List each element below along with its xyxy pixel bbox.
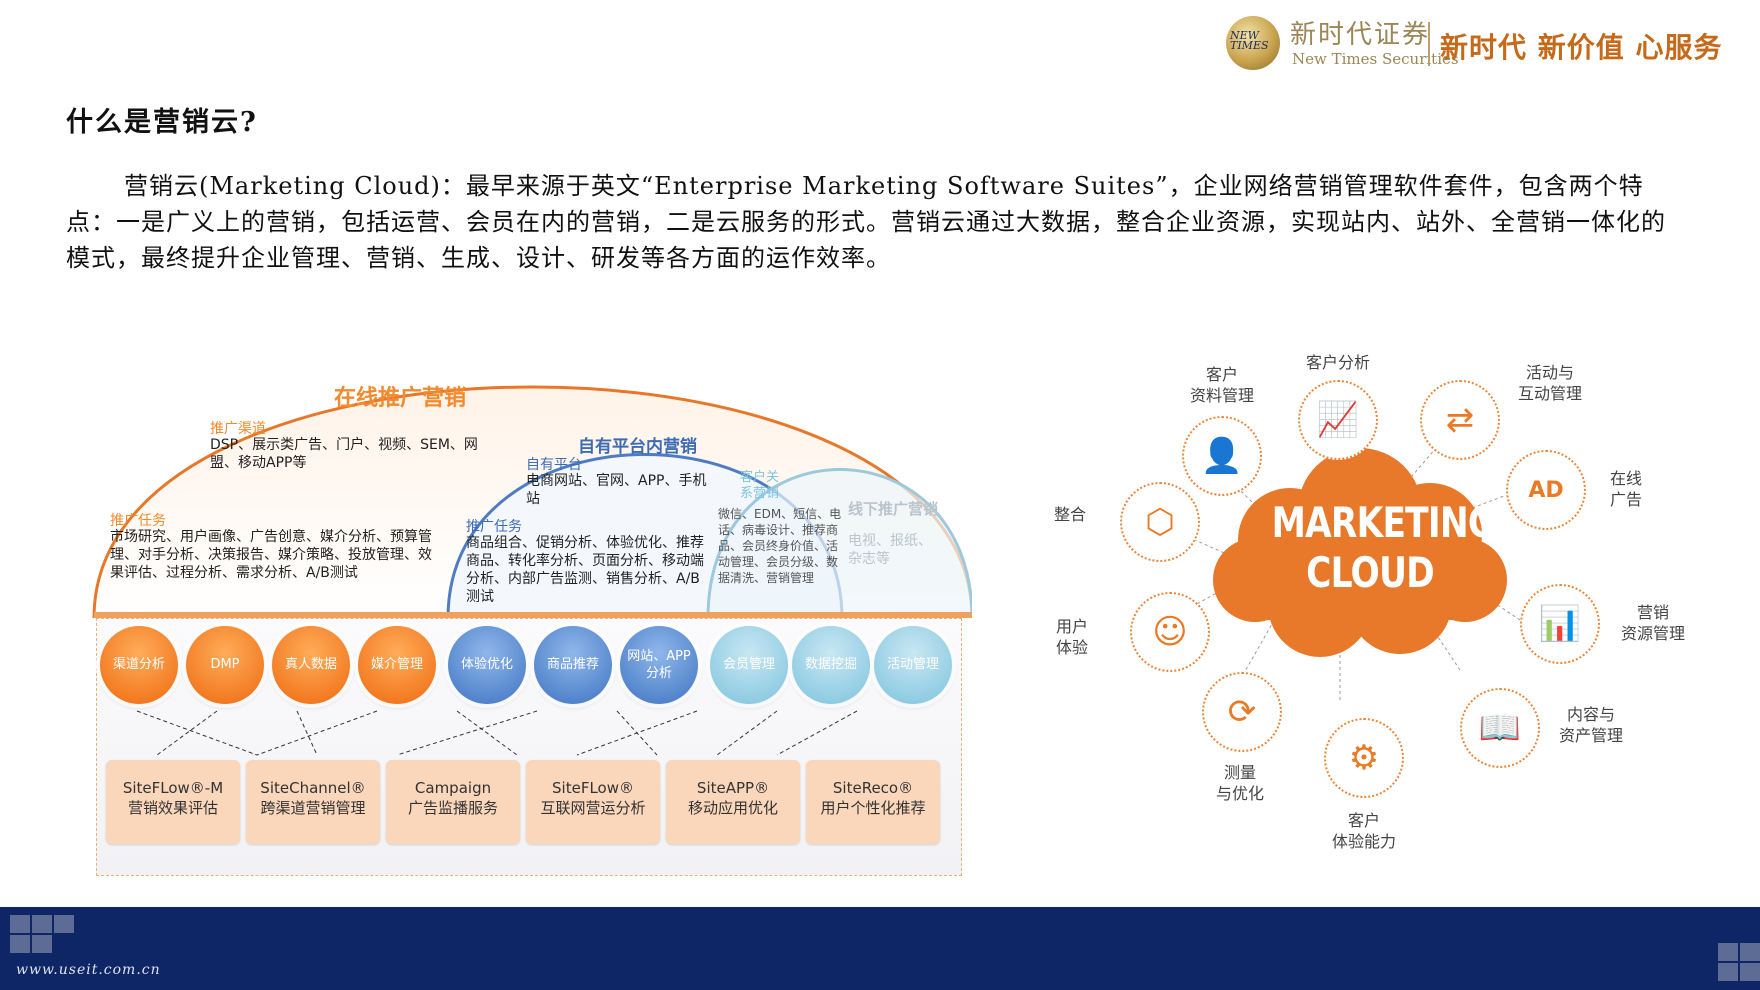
marketing-scope-diagram: 在线推广营销 推广渠道 DSP、展示类广告、门户、视频、SEM、网盟、移动APP…	[92, 340, 972, 880]
online-task-label: 推广任务	[110, 513, 166, 529]
product-desc: 用户个性化推荐	[820, 799, 926, 817]
product-card: SiteFLow® 互联网营运分析	[526, 760, 660, 844]
arch-base	[94, 612, 972, 618]
footer-square	[1718, 963, 1738, 981]
node-dmp: DMP	[186, 626, 264, 704]
product-name: SiteFLow®-M	[122, 779, 224, 797]
product-name: SiteAPP®	[696, 779, 770, 797]
presentation-icon: 📊	[1520, 584, 1600, 664]
cloud-line2: CLOUD	[1306, 548, 1435, 597]
node-experience-optimization: 体验优化	[448, 626, 526, 704]
cloud-label: MARKETING CLOUD	[1271, 498, 1497, 598]
crm-label: 客户关系营销	[740, 470, 780, 501]
analytics-icon: 📈	[1298, 380, 1378, 460]
node-real-data: 真人数据	[272, 626, 350, 704]
product-name: SiteFLow®	[552, 779, 634, 797]
node-label: 网站、APP分析	[627, 648, 691, 681]
product-card: SiteAPP® 移动应用优化	[666, 760, 800, 844]
slogan: 新时代 新价值 心服务	[1440, 31, 1723, 64]
head-gear-icon: ⚙	[1324, 718, 1404, 798]
footer-square	[10, 915, 30, 933]
book-icon: 📖	[1460, 688, 1540, 768]
intro-paragraph: 营销云(Marketing Cloud)：最早来源于英文“Enterprise …	[66, 172, 1666, 272]
cloud-shape	[1213, 448, 1507, 657]
product-card: SiteChannel® 跨渠道营销管理	[246, 760, 380, 844]
ad-icon: AD	[1506, 450, 1586, 530]
cloud-graphic	[1149, 419, 1521, 700]
offline-title: 线下推广营销	[848, 500, 939, 518]
label-customer-experience: 客户 体验能力	[1331, 811, 1396, 851]
node-product-recommendation: 商品推荐	[534, 626, 612, 704]
own-task-text: 商品组合、促销分析、体验优化、推荐商品、转化率分析、页面分析、移动端分析、内部广…	[466, 535, 704, 605]
product-name: SiteChannel®	[260, 779, 366, 797]
product-desc: 广告监播服务	[407, 799, 498, 817]
label-content-asset: 内容与 资产管理	[1558, 705, 1623, 745]
profile-icon: 👤	[1182, 416, 1262, 496]
node-label: 商品推荐	[546, 657, 599, 672]
logo-divider	[1428, 22, 1430, 66]
footer-url: www.useit.com.cn	[16, 962, 161, 978]
label-measure-optimize: 测量 与优化	[1215, 763, 1264, 803]
product-card: SiteReco® 用户个性化推荐	[806, 760, 940, 844]
footer-square	[32, 915, 52, 933]
marketing-cloud-diagram: MARKETING CLOUD 👤 客户 资料管理 📈 客户分析 ⇄ 活动与 互…	[1040, 340, 1730, 860]
offline-text: 电视、报纸、杂志等	[848, 533, 932, 567]
connector-arrows	[136, 710, 858, 756]
footer-bar	[0, 907, 1760, 990]
product-desc: 互联网营运分析	[540, 799, 646, 817]
company-logo: NEW TIMES 新时代证券 New Times Securities 新时代…	[1226, 12, 1746, 74]
footer-square	[32, 935, 52, 953]
product-card: Campaign 广告监播服务	[386, 760, 520, 844]
crm-text: 微信、EDM、短信、电话、病毒设计、推荐商品、会员终身价值、活动管理、会员分级、…	[718, 507, 842, 585]
node-media-management: 媒介管理	[358, 626, 436, 704]
refresh-icon: ⟳	[1202, 672, 1282, 752]
product-card: SiteFLow®-M 营销效果评估	[106, 760, 240, 844]
product-name: SiteReco®	[832, 779, 914, 797]
logo-emblem: NEW TIMES	[1226, 16, 1280, 70]
online-title: 在线推广营销	[334, 386, 467, 411]
cube-icon: ⬡	[1120, 482, 1200, 562]
cloud-line1: MARKETING	[1271, 498, 1497, 547]
node-activity-management: 活动管理	[874, 626, 952, 704]
label-integration: 整合	[1053, 505, 1086, 524]
footer-square	[1740, 943, 1760, 961]
own-platform-title: 自有平台内营销	[578, 437, 697, 457]
arch-outlines	[92, 385, 972, 619]
label-activity-interaction: 活动与 互动管理	[1517, 363, 1582, 403]
footer-square	[10, 935, 30, 953]
logo-badge-text: NEW TIMES	[1230, 29, 1269, 52]
footer-square	[54, 915, 74, 933]
smile-icon: ☺	[1130, 592, 1210, 672]
product-desc: 营销效果评估	[127, 799, 218, 817]
node-data-mining: 数据挖掘	[792, 626, 870, 704]
online-channel-label: 推广渠道	[210, 421, 266, 437]
online-channel-text: DSP、展示类广告、门户、视频、SEM、网盟、移动APP等	[210, 437, 478, 471]
offline-arch	[706, 468, 972, 619]
node-member-management: 会员管理	[710, 626, 788, 704]
product-desc: 移动应用优化	[687, 799, 778, 817]
online-task-text: 市场研究、用户画像、广告创意、媒介分析、预算管理、对手分析、决策报告、媒介策略、…	[110, 529, 432, 581]
node-site-app-analysis: 网站、APP分析	[620, 626, 698, 704]
label-customer-profile: 客户 资料管理	[1189, 365, 1254, 405]
interaction-icon: ⇄	[1420, 380, 1500, 460]
product-name: Campaign	[414, 779, 492, 797]
own-platform-label: 自有平台	[526, 457, 582, 473]
own-task-label: 推广任务	[466, 519, 522, 535]
product-desc: 跨渠道营销管理	[260, 799, 366, 817]
logo-english-name: New Times Securities	[1292, 50, 1459, 68]
footer-square	[1740, 963, 1760, 981]
node-channel-analysis: 渠道分析	[100, 626, 178, 704]
page-title: 什么是营销云?	[66, 107, 258, 138]
label-user-experience: 用户 体验	[1055, 617, 1088, 657]
label-marketing-resource: 营销 资源管理	[1620, 603, 1685, 643]
label-customer-analysis: 客户分析	[1305, 353, 1370, 372]
logo-chinese-name: 新时代证券	[1290, 20, 1431, 50]
label-online-ad: 在线 广告	[1609, 469, 1642, 509]
footer-square	[1718, 943, 1738, 961]
own-platform-text: 电商网站、官网、APP、手机站	[526, 473, 707, 507]
